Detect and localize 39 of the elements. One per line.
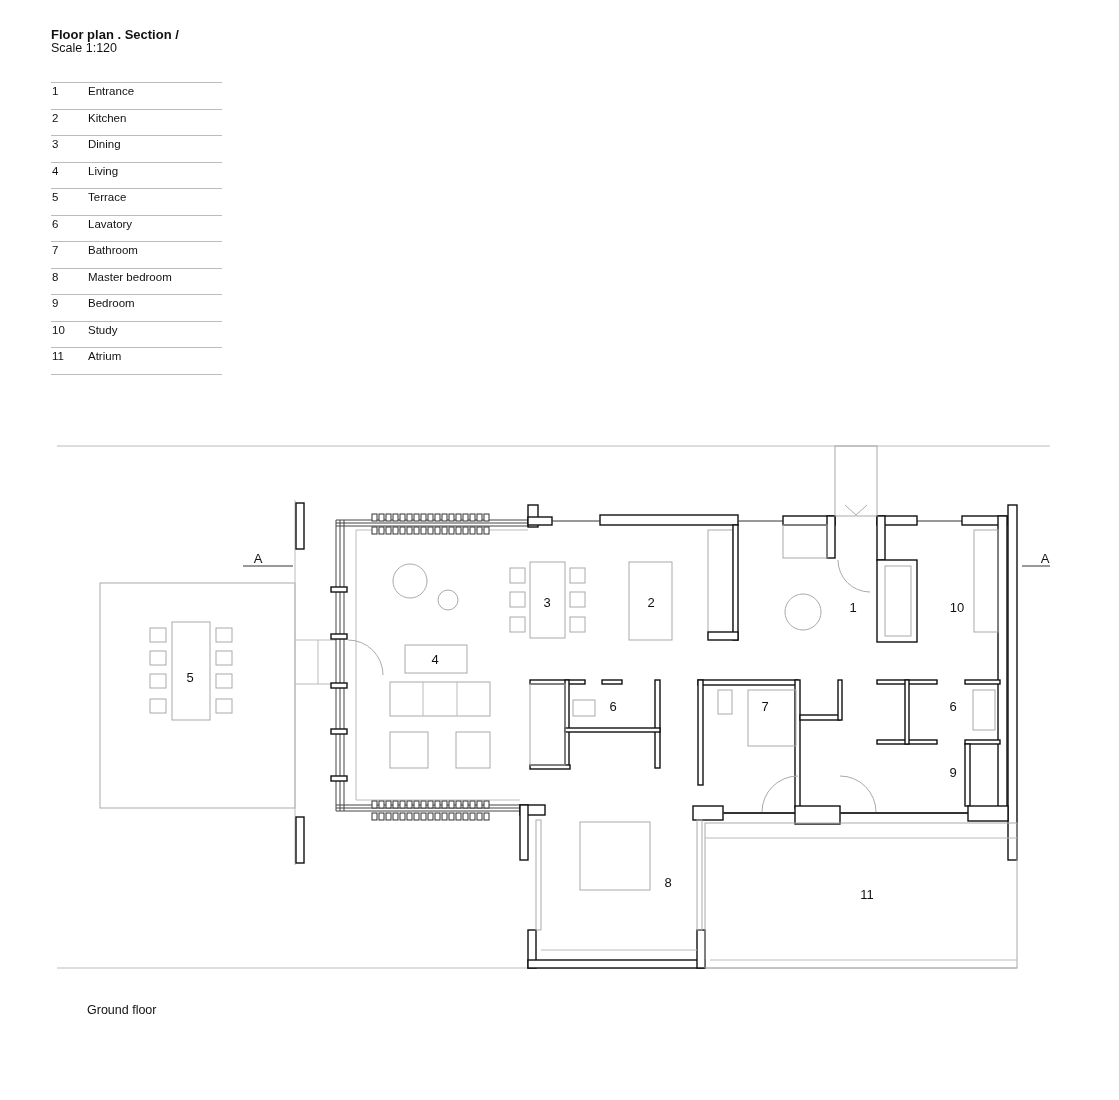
room-name: Master bedroom [88, 270, 172, 283]
room-name: Terrace [88, 191, 127, 203]
room-number: 1 [849, 599, 857, 615]
room-number: 3 [543, 594, 551, 610]
room-name: Study [88, 323, 118, 336]
room-number: 3 [52, 138, 59, 150]
room-number: 7 [761, 698, 769, 714]
room-number: 6 [949, 698, 957, 714]
room-number: 4 [431, 651, 439, 667]
room-name: Atrium [88, 350, 122, 362]
room-name: Living [88, 164, 119, 177]
room-number: 9 [949, 764, 957, 780]
room-number: 8 [52, 270, 59, 283]
room-number: 5 [52, 191, 59, 203]
room-name: Dining [88, 138, 121, 150]
room-name: Entrance [88, 85, 135, 97]
room-number: 11 [52, 350, 64, 362]
scale-note: Scale 1:120 [51, 41, 118, 55]
room-number: 2 [52, 111, 59, 124]
room-number: 10 [52, 323, 65, 336]
room-number: 5 [186, 669, 194, 685]
room-number: 6 [52, 217, 59, 230]
room-number: 2 [647, 594, 655, 610]
room-number: 11 [860, 886, 874, 902]
plan-caption: Ground floor [87, 1003, 157, 1017]
room-name: Bathroom [88, 244, 138, 256]
room-number: 7 [52, 244, 59, 256]
room-number: 1 [52, 85, 59, 97]
room-number: 8 [664, 874, 672, 890]
room-number: 9 [52, 297, 59, 309]
room-name: Kitchen [88, 111, 127, 124]
plan-title: Floor plan . Section / [51, 27, 179, 42]
room-number: 4 [52, 164, 59, 177]
room-name: Lavatory [88, 217, 133, 230]
room-number: 6 [609, 698, 617, 714]
room-number: 10 [949, 599, 965, 615]
section-mark: A [253, 550, 263, 566]
room-name: Bedroom [88, 297, 135, 309]
section-mark: A [1040, 550, 1050, 566]
